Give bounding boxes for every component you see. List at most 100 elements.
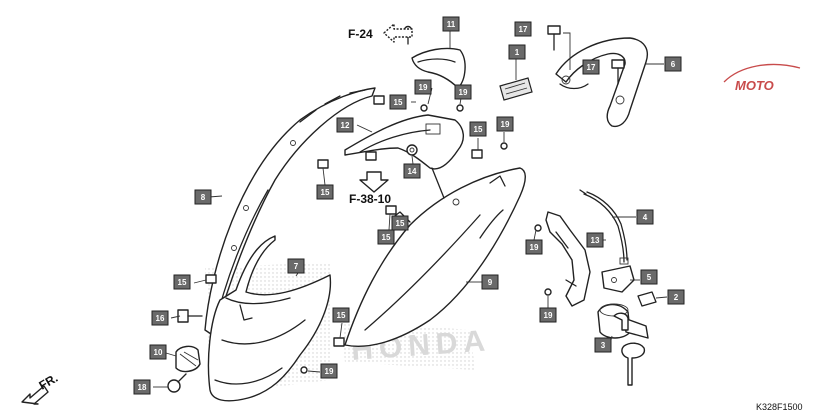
part-tag-box xyxy=(514,21,532,37)
part-tag-number: 15 xyxy=(396,219,405,228)
reference-f3810: F-38-10 xyxy=(349,171,391,206)
part-key-cylinder xyxy=(597,303,649,386)
part-tag-box xyxy=(149,344,167,360)
part-tag-box xyxy=(332,307,350,323)
clips-15 xyxy=(205,95,483,347)
part-tag-box xyxy=(667,289,685,305)
part-tag-number: 19 xyxy=(501,120,510,129)
bolt-17-top xyxy=(547,25,561,51)
nut-14 xyxy=(406,144,418,156)
part-tag-box xyxy=(414,79,432,95)
part-tag-12: 12 xyxy=(336,117,354,133)
part-tag-box xyxy=(508,44,526,60)
part-tags: 1234567891011121314151515151515151617171… xyxy=(133,16,685,395)
part-tag-box xyxy=(403,163,421,179)
part-tag-number: 12 xyxy=(341,121,350,130)
front-direction-marker: FR. xyxy=(21,371,60,405)
part-tag-15: 15 xyxy=(332,307,350,323)
part-tag-box xyxy=(442,16,460,32)
part-tag-1: 1 xyxy=(508,44,526,60)
bolt-16 xyxy=(177,309,203,323)
part-tag-box xyxy=(151,310,169,326)
part-tag-15: 15 xyxy=(173,274,191,290)
part-tag-number: 15 xyxy=(394,98,403,107)
part-tag-5: 5 xyxy=(640,269,658,285)
part-tag-box xyxy=(586,232,604,248)
part-front-inner-cover xyxy=(207,235,332,402)
part-mount-bracket xyxy=(175,345,201,373)
part-tag-19: 19 xyxy=(525,239,543,255)
diagram-code: K328F1500 xyxy=(756,402,803,412)
part-center-cover xyxy=(344,114,464,199)
part-tag-number: 15 xyxy=(474,125,483,134)
part-tag-6: 6 xyxy=(664,56,682,72)
bolt-17-right xyxy=(611,59,625,85)
part-tag-box xyxy=(389,94,407,110)
part-tag-16: 16 xyxy=(151,310,169,326)
part-tag-19: 19 xyxy=(496,116,514,132)
part-tag-box xyxy=(336,117,354,133)
part-tag-number: 15 xyxy=(178,278,187,287)
reference-f24: F-24 xyxy=(348,23,413,43)
part-tag-box xyxy=(582,59,600,75)
part-tag-13: 13 xyxy=(586,232,604,248)
part-tag-number: 17 xyxy=(587,63,596,72)
part-tag-7: 7 xyxy=(287,258,305,274)
part-tag-box xyxy=(664,56,682,72)
part-tag-14: 14 xyxy=(403,163,421,179)
part-tag-number: 18 xyxy=(138,383,147,392)
part-lock-plate xyxy=(601,265,635,293)
part-tag-number: 3 xyxy=(601,341,606,350)
part-tag-19: 19 xyxy=(454,84,472,100)
part-tag-number: 5 xyxy=(647,273,652,282)
part-tag-box xyxy=(481,274,499,290)
part-tag-box xyxy=(454,84,472,100)
part-tag-number: 10 xyxy=(154,348,163,357)
part-tag-box xyxy=(636,209,654,225)
part-tag-4: 4 xyxy=(636,209,654,225)
part-tag-number: 15 xyxy=(337,311,346,320)
part-grab-rail xyxy=(555,37,648,128)
part-tag-number: 15 xyxy=(382,233,391,242)
part-tag-19: 19 xyxy=(539,307,557,323)
part-tag-box xyxy=(391,215,409,231)
part-tag-8: 8 xyxy=(194,189,212,205)
part-right-side-cover xyxy=(344,167,526,347)
part-tag-19: 19 xyxy=(320,363,338,379)
part-tag-17: 17 xyxy=(514,21,532,37)
part-tag-number: 14 xyxy=(408,167,417,176)
part-seat-cable xyxy=(579,189,629,265)
part-tag-15: 15 xyxy=(389,94,407,110)
moto-logo: MOTO xyxy=(723,63,801,93)
part-tag-15: 15 xyxy=(391,215,409,231)
part-tag-number: 16 xyxy=(156,314,165,323)
part-tag-number: 17 xyxy=(519,25,528,34)
part-tag-number: 2 xyxy=(674,293,679,302)
part-tag-box xyxy=(594,337,612,353)
part-tag-3: 3 xyxy=(594,337,612,353)
part-tag-box xyxy=(469,121,487,137)
svg-text:MOTO: MOTO xyxy=(735,78,774,93)
part-tag-number: 19 xyxy=(419,83,428,92)
part-tag-number: 7 xyxy=(294,262,299,271)
part-tag-number: 8 xyxy=(201,193,206,202)
part-tag-number: 13 xyxy=(591,236,600,245)
part-tag-18: 18 xyxy=(133,379,151,395)
part-tag-number: 11 xyxy=(447,20,456,29)
part-tag-box xyxy=(320,363,338,379)
part-tag-box xyxy=(194,189,212,205)
screws-19 xyxy=(300,104,552,374)
part-tag-number: 6 xyxy=(671,60,676,69)
part-tag-box xyxy=(640,269,658,285)
part-tag-number: 1 xyxy=(515,48,520,57)
part-tag-19: 19 xyxy=(414,79,432,95)
part-reflector xyxy=(499,77,533,101)
part-tag-box xyxy=(496,116,514,132)
part-tag-number: 19 xyxy=(459,88,468,97)
part-tag-10: 10 xyxy=(149,344,167,360)
part-tag-number: 19 xyxy=(544,311,553,320)
part-lock-bracket xyxy=(545,211,591,307)
part-tag-number: 19 xyxy=(325,367,334,376)
